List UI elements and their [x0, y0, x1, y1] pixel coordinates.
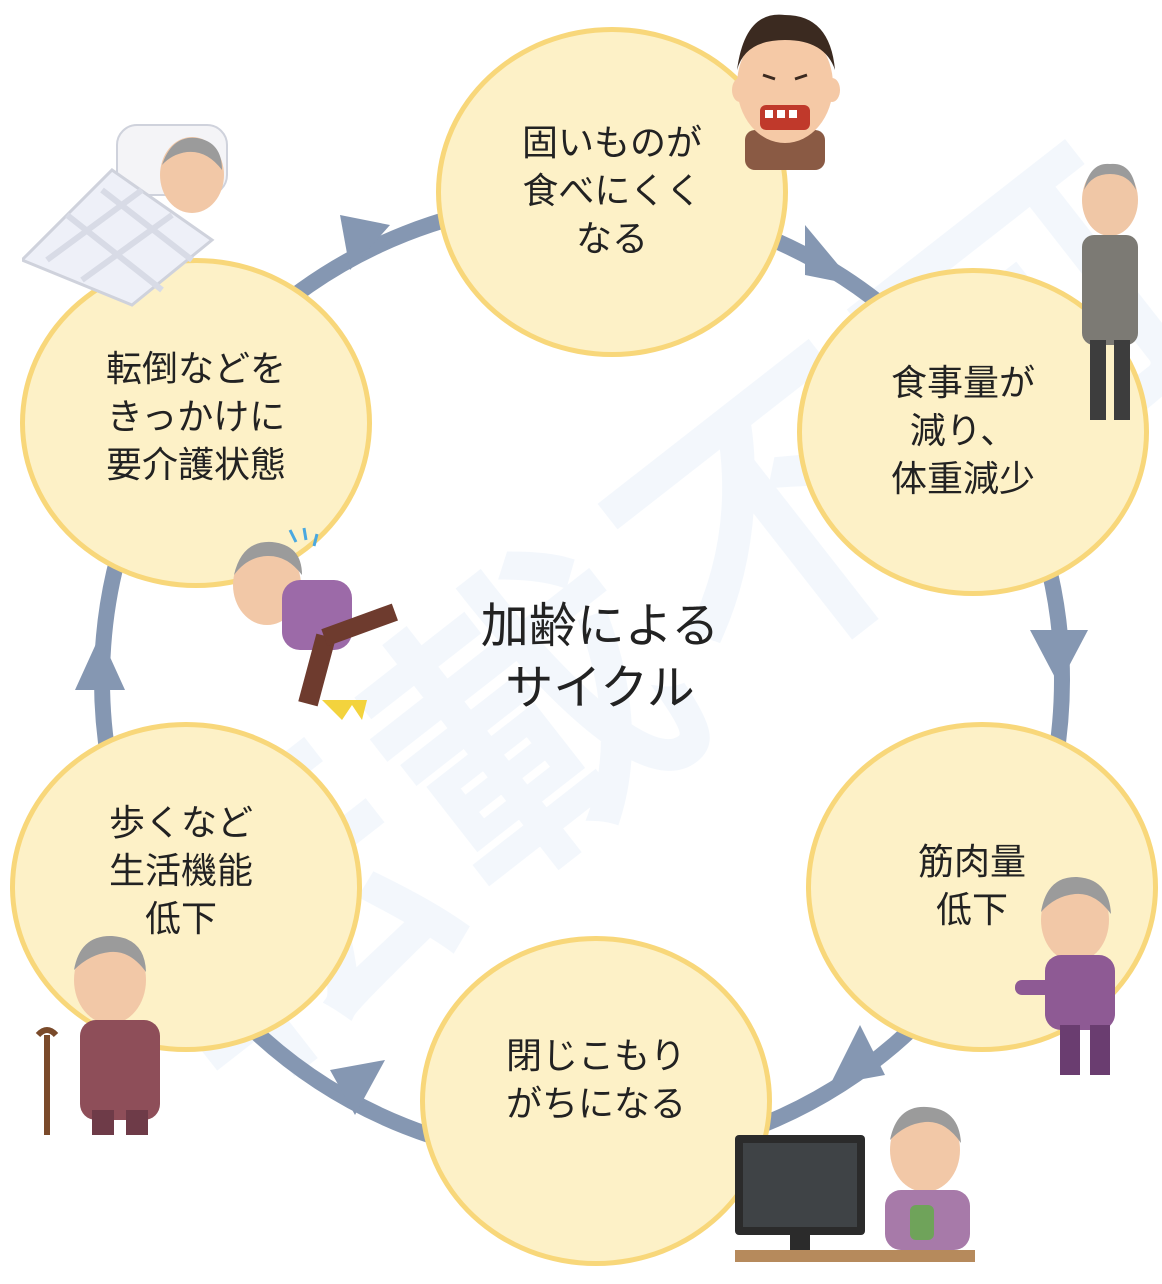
node-walking-line-1: 歩くなど [108, 803, 253, 844]
arrow-6-icon [340, 215, 390, 270]
bedridden-man-icon [22, 124, 228, 307]
man-toothache-icon [732, 14, 840, 170]
thin-old-man-icon [1082, 163, 1138, 420]
node-care-line-3: 要介護状態 [105, 445, 286, 486]
node-hard-food-line-2: 食べにくく [522, 171, 702, 212]
center-title-line-2: サイクル [505, 660, 695, 716]
node-less-food-line-3: 体重減少 [890, 459, 1035, 500]
node-withdrawn-line-2: がちになる [505, 1084, 686, 1125]
arrow-5-icon [75, 635, 125, 690]
center-title-line-1: 加齢による [480, 598, 720, 654]
woman-with-cane-icon [35, 935, 160, 1135]
node-care-line-1: 転倒などを [105, 349, 286, 390]
node-less-food-line-2: 減り、 [909, 411, 1017, 452]
node-hard-food: 固いものが 食べにくく なる [436, 27, 788, 357]
node-walking: 歩くなど 生活機能 低下 [10, 722, 362, 1052]
arrow-2-icon [1030, 630, 1088, 685]
node-muscle-line-1: 筋肉量 [917, 842, 1026, 883]
node-withdrawn-line-1: 閉じこもり [505, 1036, 686, 1077]
arrow-1-icon [805, 225, 855, 285]
node-hard-food-line-1: 固いものが [521, 123, 702, 164]
frail-woman-icon [1015, 876, 1115, 1075]
node-muscle-line-2: 低下 [935, 890, 1008, 931]
falling-woman-icon [233, 527, 398, 720]
node-withdrawn: 閉じこもり がちになる [420, 936, 772, 1266]
node-walking-line-3: 低下 [144, 899, 217, 940]
node-hard-food-line-3: なる [575, 219, 648, 260]
arrow-4-icon [330, 1060, 385, 1115]
node-care: 転倒などを きっかけに 要介護状態 [20, 258, 372, 588]
node-walking-line-2: 生活機能 [108, 851, 253, 892]
node-care-line-2: きっかけに [106, 397, 286, 438]
center-title: 加齢による サイクル [400, 595, 800, 719]
node-less-food-line-1: 食事量が [890, 363, 1035, 404]
arrow-3-icon [830, 1025, 885, 1085]
woman-at-computer-icon [735, 1106, 975, 1262]
